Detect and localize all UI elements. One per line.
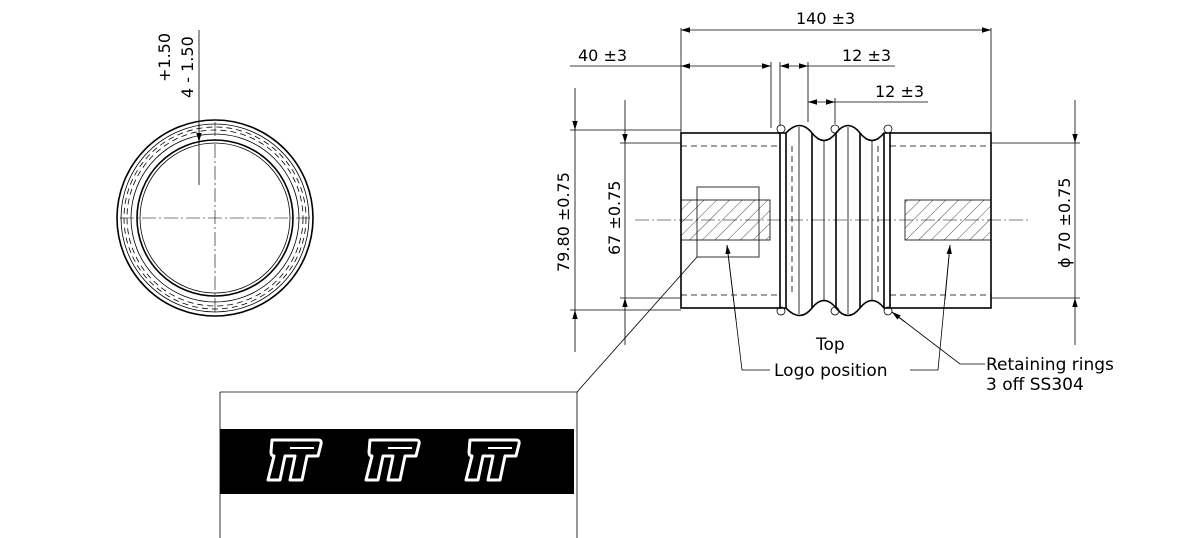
extension-lines (570, 28, 1080, 311)
convolution-pitch-1-label: 12 ±3 (842, 46, 891, 65)
leader-lines (576, 244, 985, 393)
cuff-length-label: 40 ±3 (578, 46, 627, 65)
convolution-pitch-2-label: 12 ±3 (875, 82, 924, 101)
bore-diameter-label: 70 ±0.75 (1055, 178, 1074, 252)
logo-mark-icon (464, 438, 521, 482)
diameter-symbol: ϕ (1055, 257, 1074, 268)
retaining-rings (776, 124, 893, 316)
top-note: Top (815, 335, 845, 355)
inner-dimension-label: 67 ±0.75 (605, 181, 624, 255)
logo-position-note: Logo position (774, 361, 888, 381)
wall-thickness-label: 4 - 1.50 (178, 36, 197, 98)
logo-position-marks (680, 186, 992, 258)
logo-mark-icon (266, 438, 323, 482)
end-view (116, 30, 314, 317)
overall-length-label: 140 ±3 (796, 9, 855, 28)
logo-mark-icon (364, 438, 421, 482)
dimension-lines (570, 27, 1078, 352)
wall-tolerance-plus-label: +1.50 (155, 33, 174, 82)
logo-detail (219, 391, 578, 538)
retaining-rings-note: Retaining rings (986, 355, 1114, 375)
outer-diameter-label: 79.80 ±0.75 (554, 172, 573, 272)
retaining-rings-spec-note: 3 off SS304 (986, 375, 1084, 395)
